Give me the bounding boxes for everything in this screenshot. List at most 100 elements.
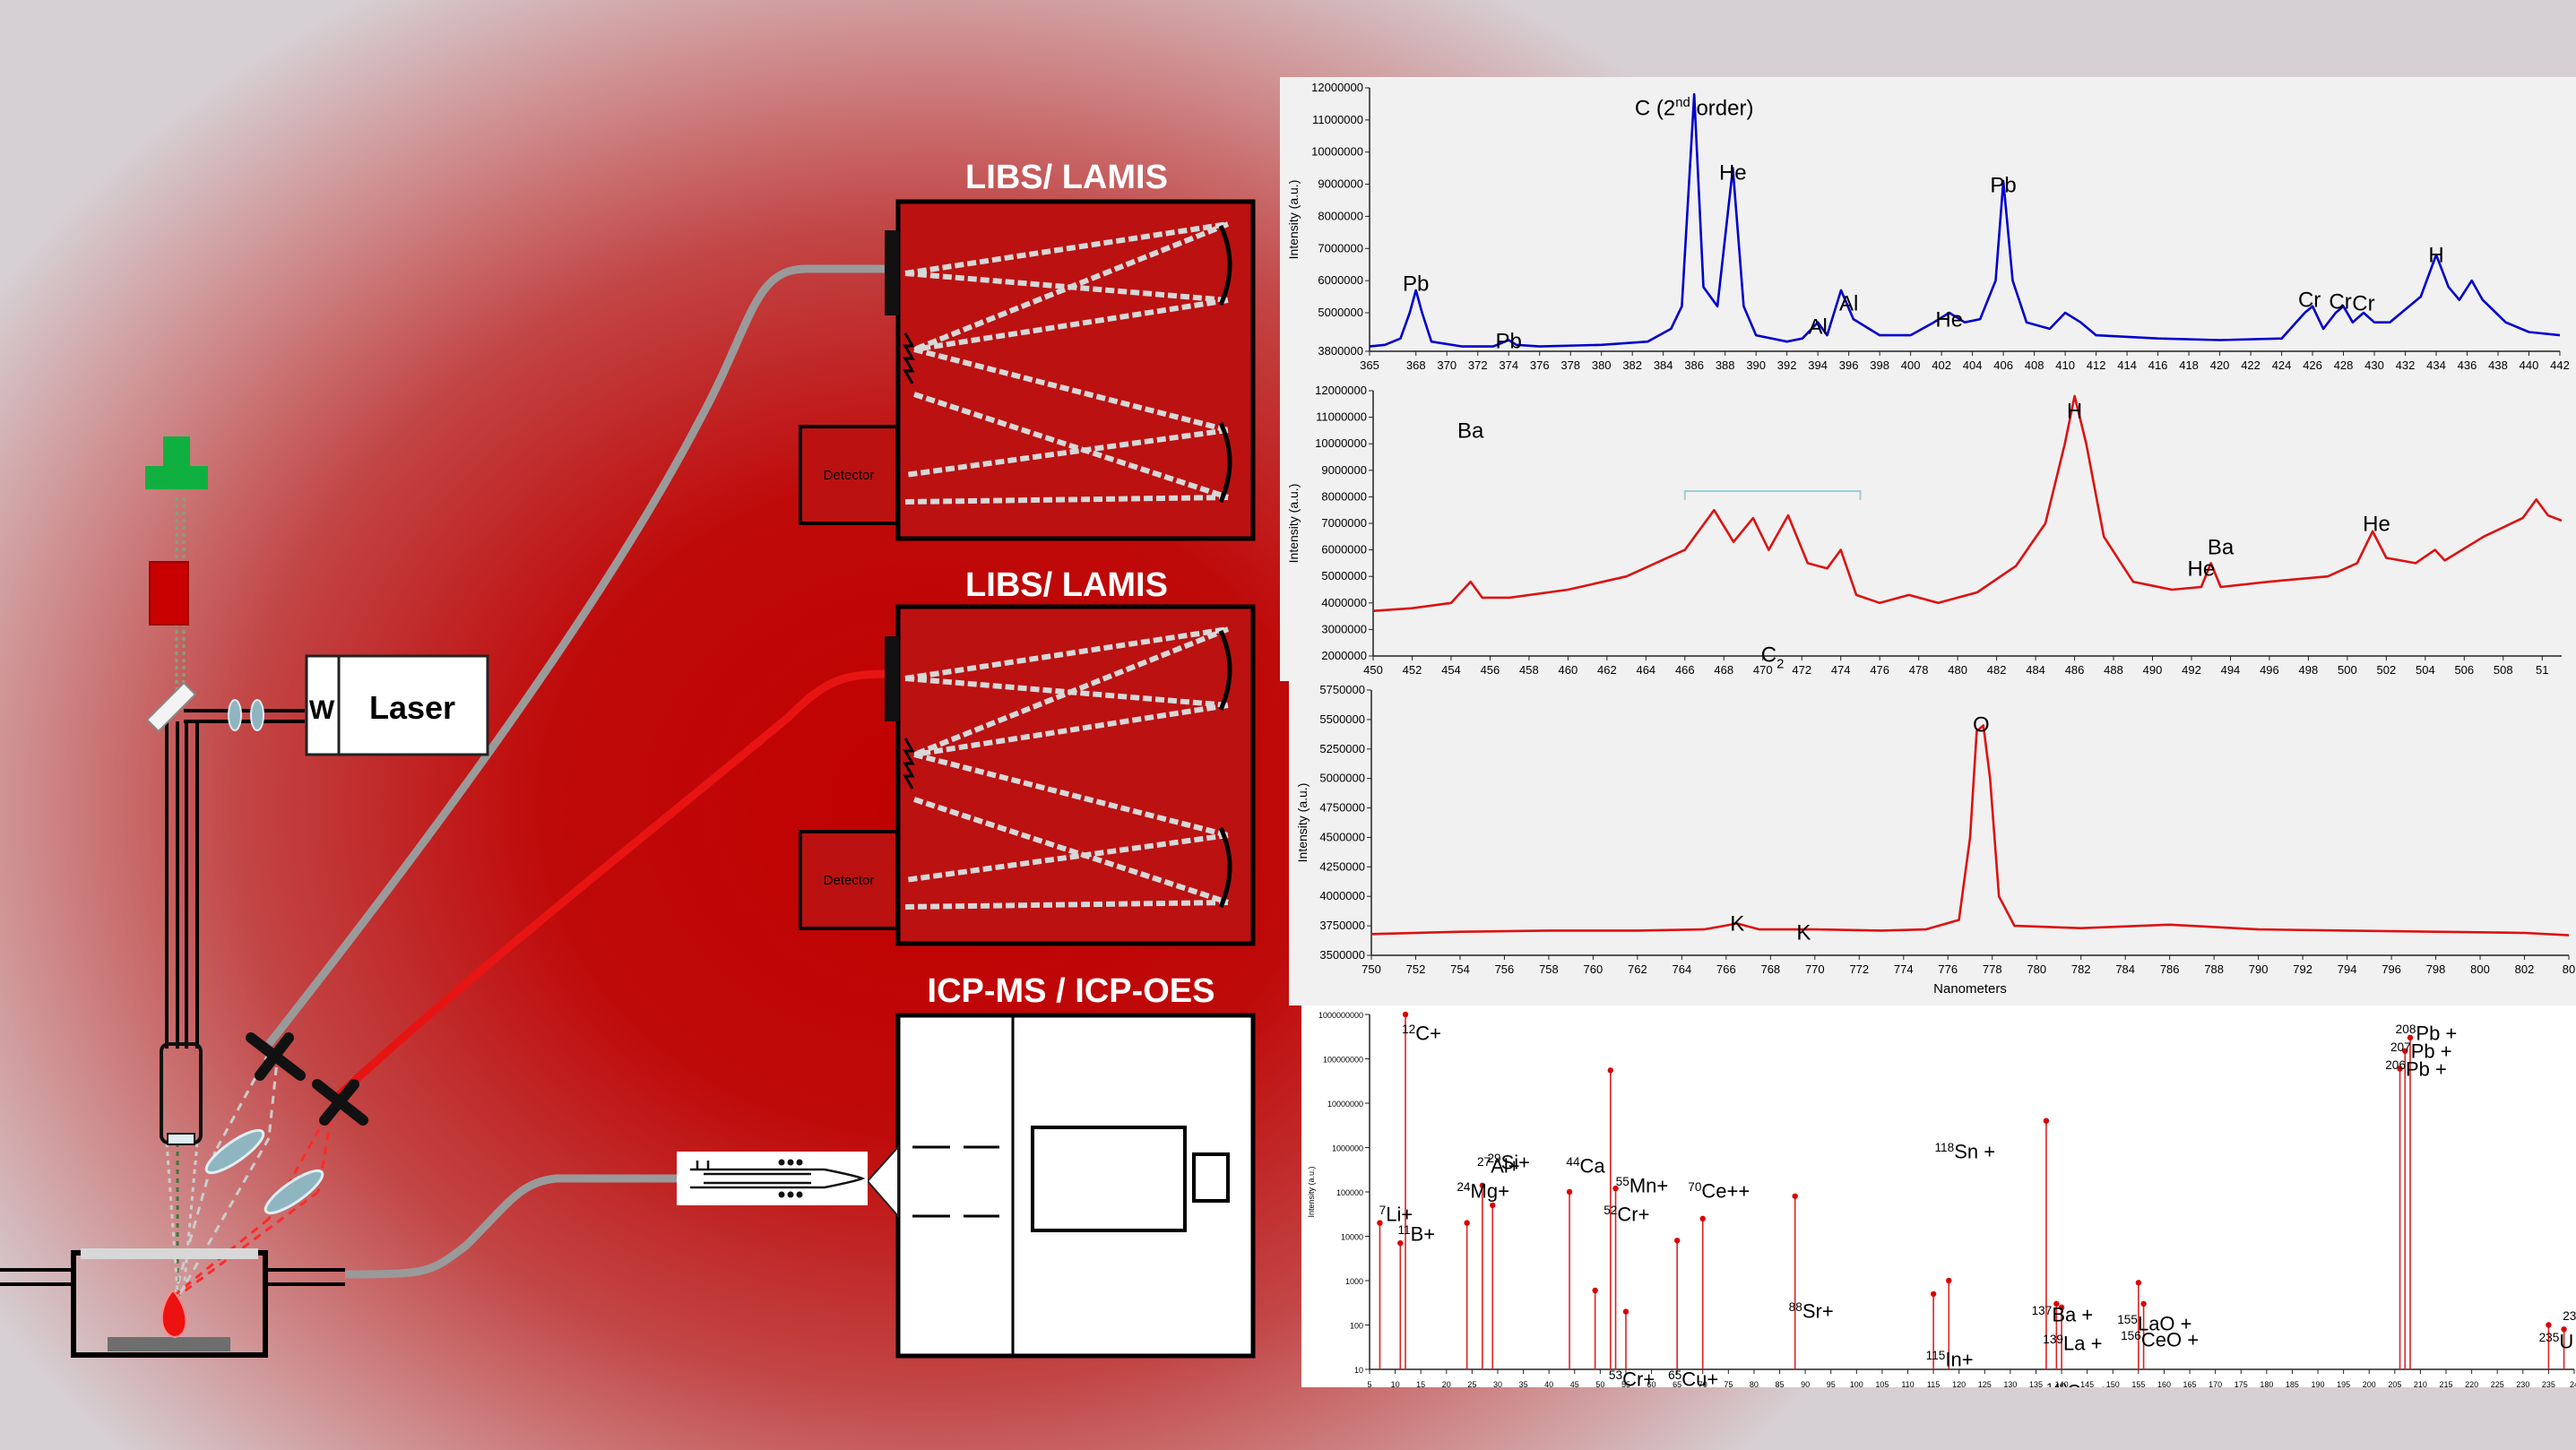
x-tick-label: 802 (2515, 962, 2535, 976)
x-tick-label: 60 (1647, 1380, 1656, 1387)
x-tick-label: 452 (1403, 663, 1422, 677)
libs2-grating (903, 738, 915, 790)
peak-label: 88Sr+ (1789, 1300, 1834, 1323)
x-tick-label: 185 (2286, 1380, 2299, 1387)
x-tick-label: 762 (1628, 962, 1647, 976)
y-tick-label: 3500000 (1319, 948, 1365, 962)
x-tick-label: 430 (2364, 358, 2384, 372)
mass-peak-dot (1490, 1202, 1496, 1209)
x-tick-label: 394 (1808, 358, 1828, 372)
x-tick-label: 508 (2494, 663, 2513, 677)
x-tick-label: 135 (2029, 1380, 2043, 1387)
mass-peak-dot (2561, 1326, 2567, 1333)
y-tick-label: 100 (1350, 1322, 1363, 1331)
x-tick-label: 40 (1544, 1380, 1553, 1387)
x-tick-label: 125 (1978, 1380, 1992, 1387)
peak-label: Al (1808, 315, 1827, 339)
y-tick-label: 10 (1354, 1366, 1363, 1375)
y-axis-label: Intensity (a.u.) (1295, 783, 1310, 863)
x-tick-label: 468 (1714, 663, 1733, 677)
fiber-gray-icp (344, 1174, 681, 1279)
y-tick-label: 8000000 (1321, 489, 1367, 503)
mass-peak-dot (2043, 1118, 2050, 1124)
x-tick-label: 424 (2272, 358, 2292, 372)
peak-label: 206Pb + (2385, 1058, 2447, 1081)
fiber-red-libs2 (333, 669, 888, 1101)
libs2-rays (904, 626, 1230, 910)
peak-label: He (2363, 512, 2390, 536)
x-tick-label: 378 (1560, 358, 1580, 372)
x-tick-label: 760 (1584, 962, 1604, 976)
camera-green-base (145, 466, 208, 489)
laser-w: W (309, 695, 335, 725)
y-tick-label: 1000 (1345, 1277, 1363, 1286)
peak-label: 137Ba + (2032, 1304, 2094, 1326)
x-tick-label: 175 (2235, 1380, 2248, 1387)
icp-detector (1192, 1152, 1230, 1203)
y-tick-label: 6000000 (1318, 273, 1363, 287)
x-tick-label: 414 (2117, 358, 2137, 372)
x-tick-label: 768 (1760, 962, 1780, 976)
peak-label: 140Ce + (2046, 1381, 2109, 1387)
x-tick-label: 386 (1684, 358, 1704, 372)
x-axis-label: Nanometers (1933, 981, 2007, 997)
mass-peak-dot (2546, 1322, 2552, 1328)
x-tick-label: 756 (1495, 962, 1515, 976)
filter-red (149, 561, 189, 626)
x-tick-label: 416 (2148, 358, 2168, 372)
x-tick-label: 372 (1468, 358, 1488, 372)
spectrum-line (1370, 724, 2570, 936)
x-tick-label: 10 (1391, 1380, 1400, 1387)
mass-peak-dot (2053, 1300, 2060, 1308)
x-tick-label: 800 (2470, 962, 2490, 976)
x-tick-label: 90 (1801, 1380, 1810, 1387)
x-tick-label: 504 (2416, 663, 2435, 677)
y-tick-label: 5000000 (1321, 569, 1367, 583)
x-tick-label: 786 (2160, 962, 2180, 976)
x-tick-label: 490 (2143, 663, 2163, 677)
mass-peak-dot (2407, 1034, 2414, 1041)
x-tick-label: 764 (1673, 962, 1692, 976)
x-tick-label: 418 (2179, 358, 2199, 372)
mass-peak-dot (1464, 1220, 1470, 1226)
mass-peak-dot (1699, 1215, 1706, 1222)
sample (108, 1337, 230, 1351)
y-tick-label: 4000000 (1321, 596, 1367, 609)
y-tick-label: 9000000 (1318, 177, 1363, 191)
mass-peak-dot (1377, 1220, 1383, 1226)
y-tick-label: 7000000 (1321, 516, 1367, 530)
y-axis-label: Intensity (a.u.) (1286, 180, 1301, 260)
x-tick-label: 750 (1361, 962, 1381, 976)
x-tick-label: 450 (1363, 663, 1383, 677)
lens-lower (264, 1169, 324, 1215)
peak-label: K (1730, 911, 1744, 936)
icp-box (895, 1013, 1256, 1359)
x-tick-label: 790 (2249, 962, 2269, 976)
x-tick-label: 145 (2080, 1380, 2094, 1387)
x-tick-label: 496 (2260, 663, 2279, 677)
y-tick-label: 10000 (1341, 1233, 1363, 1242)
camera-green (163, 436, 190, 469)
x-tick-label: 474 (1831, 663, 1851, 677)
y-tick-label: 6000000 (1321, 543, 1367, 557)
peak-label: 208Pb + (2396, 1023, 2458, 1045)
x-tick-label: 434 (2426, 358, 2446, 372)
mass-peak-dot (1607, 1067, 1613, 1074)
x-tick-label: 115 (1927, 1380, 1940, 1387)
x-tick-label: 55 (1621, 1380, 1630, 1387)
y-tick-label: 5250000 (1319, 742, 1365, 755)
x-tick-label: 180 (2260, 1380, 2273, 1387)
peak-label: Al (1839, 291, 1858, 315)
y-axis-label: Intensity (a.u.) (1307, 1166, 1316, 1217)
peak-label: 115In+ (1926, 1349, 1974, 1371)
x-tick-label: 422 (2241, 358, 2260, 372)
x-tick-label: 75 (1724, 1380, 1733, 1387)
x-tick-label: 428 (2334, 358, 2354, 372)
x-tick-label: 70 (1699, 1380, 1707, 1387)
libs2-slit (885, 636, 899, 721)
y-tick-label: 100000000 (1323, 1056, 1363, 1065)
x-tick-label: 440 (2520, 358, 2539, 372)
libs2-title: LIBS/ LAMIS (965, 566, 1168, 604)
x-tick-label: 470 (1753, 663, 1773, 677)
